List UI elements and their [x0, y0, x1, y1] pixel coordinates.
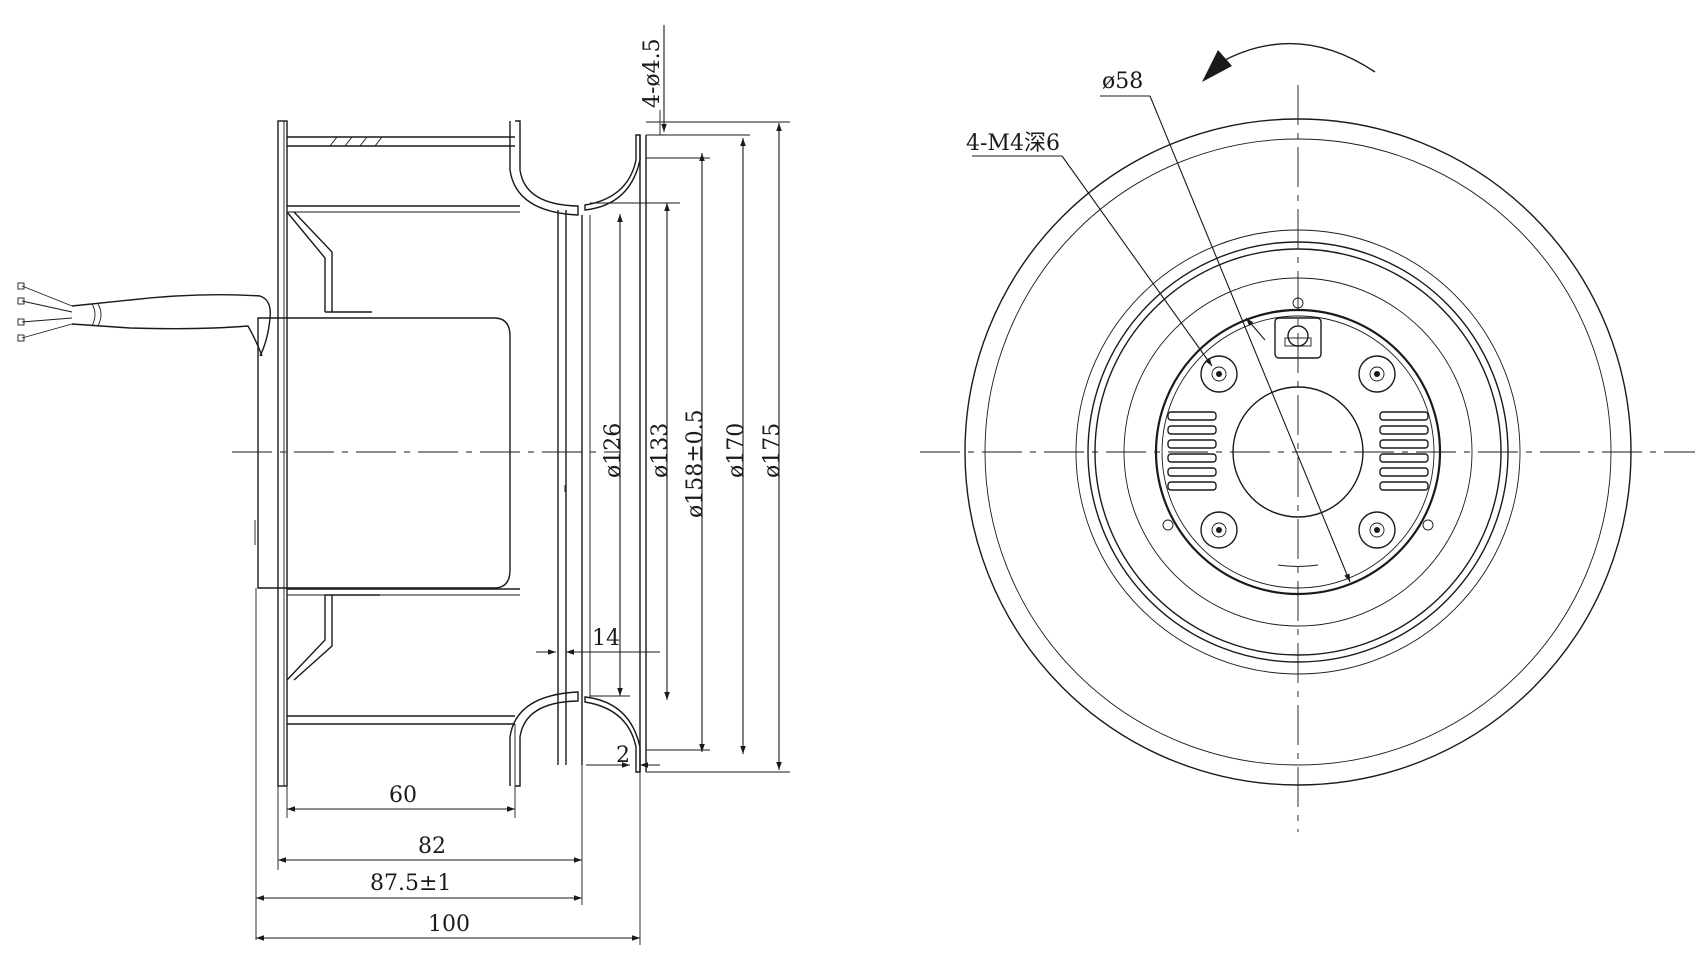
shaft-bore: [1232, 386, 1364, 518]
dim-2: 2: [616, 743, 630, 768]
vent-slots-right: [1379, 411, 1429, 491]
dim-175: ø175: [760, 423, 785, 478]
dim-82: 82: [418, 834, 446, 859]
dim-m4: 4-M4深6: [966, 131, 1060, 156]
dim-4-hole: 4-ø4.5: [640, 38, 665, 108]
cable: [17, 282, 271, 357]
motor-hub: [1154, 308, 1442, 596]
side-view: 4-ø4.5 ø126 ø133 ø158±0.5 ø170 ø175 14 2…: [17, 25, 790, 945]
dim-133: ø133: [648, 423, 673, 478]
dim-126: ø126: [601, 423, 626, 478]
dim-170: ø170: [724, 423, 749, 478]
front-view: ø58 4-M4深6: [920, 42, 1695, 832]
dim-14: 14: [592, 626, 620, 651]
motor-body: [257, 317, 511, 589]
dim-60: 60: [389, 783, 417, 808]
back-plate: [277, 120, 288, 787]
dim-58: ø58: [1102, 69, 1143, 94]
outer-ring: [964, 118, 1632, 786]
m4-boss-group: [1200, 355, 1396, 549]
dim-100: 100: [428, 912, 470, 937]
connector-box: [1274, 317, 1322, 359]
vent-slots-left: [1167, 411, 1217, 491]
dim-87: 87.5±1: [370, 871, 451, 896]
rotation-arrow-icon: [1224, 42, 1376, 73]
dim-158: ø158±0.5: [683, 409, 708, 518]
